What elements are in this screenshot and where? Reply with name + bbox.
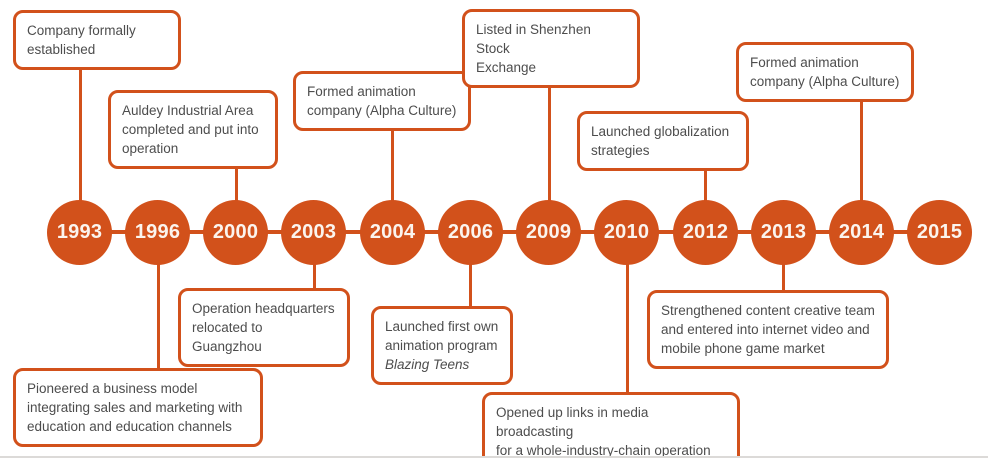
year-node-2012: 2012 [673, 200, 738, 265]
callout-text-italic: Blazing Teens [385, 357, 470, 373]
year-node-2010: 2010 [594, 200, 659, 265]
year-label: 2004 [369, 221, 416, 243]
timeline-axis [80, 230, 940, 234]
callout-text: Operation headquarters relocated to Guan… [192, 301, 335, 355]
callout-text: Formed animation company (Alpha Culture) [750, 55, 900, 90]
callout-2012: Launched globalization strategies [577, 111, 749, 172]
connector-2006 [469, 232, 472, 308]
year-node-2003: 2003 [281, 200, 346, 265]
year-label: 2009 [525, 221, 572, 243]
callout-text: Launched globalization strategies [591, 124, 730, 159]
connector-1993 [79, 58, 82, 232]
year-label: 2015 [916, 221, 963, 243]
year-label: 2010 [603, 221, 650, 243]
callout-2004: Formed animation company (Alpha Culture) [293, 71, 471, 132]
callout-text: Auldey Industrial Area completed and put… [122, 103, 259, 157]
year-node-1996: 1996 [125, 200, 190, 265]
callout-2009: Listed in Shenzhen Stock Exchange [462, 9, 640, 89]
year-label: 1993 [56, 221, 103, 243]
year-node-2006: 2006 [438, 200, 503, 265]
year-node-2013: 2013 [751, 200, 816, 265]
year-label: 2012 [682, 221, 729, 243]
year-label: 2000 [212, 221, 259, 243]
callout-text: Launched first own animation program [385, 319, 499, 354]
callout-text: Pioneered a business model integrating s… [27, 381, 243, 435]
year-node-2015: 2015 [907, 200, 972, 265]
year-node-2014: 2014 [829, 200, 894, 265]
year-label: 2013 [760, 221, 807, 243]
connector-2004 [391, 120, 394, 232]
connector-2012 [704, 160, 707, 232]
callout-2014: Formed animation company (Alpha Culture) [736, 42, 914, 103]
callout-2003: Operation headquarters relocated to Guan… [178, 288, 350, 368]
callout-text: Company formally established [27, 23, 136, 58]
year-node-1993: 1993 [47, 200, 112, 265]
bottom-edge-line [0, 456, 988, 458]
year-label: 1996 [134, 221, 181, 243]
year-node-2000: 2000 [203, 200, 268, 265]
callout-2013: Strengthened content creative team and e… [647, 290, 889, 370]
callout-text: Listed in Shenzhen Stock Exchange [476, 22, 591, 76]
callout-1993: Company formally established [13, 10, 181, 71]
callout-1996: Pioneered a business model integrating s… [13, 368, 263, 448]
year-node-2009: 2009 [516, 200, 581, 265]
callout-text: Formed animation company (Alpha Culture) [307, 84, 457, 119]
callout-2000: Auldey Industrial Area completed and put… [108, 90, 278, 170]
callout-text: Opened up links in media broadcasting fo… [496, 405, 711, 458]
year-label: 2003 [290, 221, 337, 243]
connector-2014 [860, 90, 863, 232]
callout-2010: Opened up links in media broadcasting fo… [482, 392, 740, 458]
connector-2010 [626, 232, 629, 394]
connector-2009 [548, 58, 551, 232]
callout-text: Strengthened content creative team and e… [661, 303, 875, 357]
year-label: 2006 [447, 221, 494, 243]
year-label: 2014 [838, 221, 885, 243]
connector-2000 [235, 160, 238, 232]
connector-1996 [157, 232, 160, 372]
year-node-2004: 2004 [360, 200, 425, 265]
